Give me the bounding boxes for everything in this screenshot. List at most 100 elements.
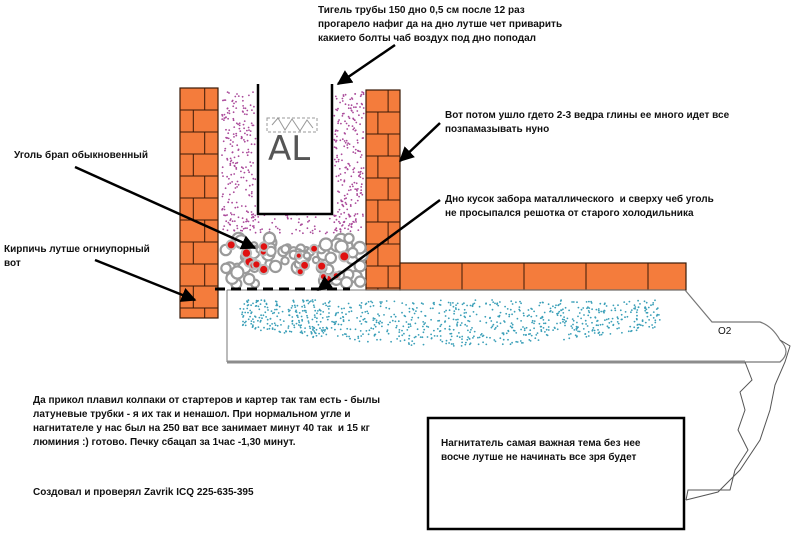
air-dot bbox=[453, 312, 455, 315]
air-dot bbox=[398, 335, 400, 338]
air-dot bbox=[326, 318, 329, 321]
clay-dot bbox=[339, 222, 341, 225]
clay-dot bbox=[362, 112, 365, 115]
air-dot bbox=[449, 304, 452, 306]
air-dot bbox=[367, 312, 370, 315]
air-dot bbox=[438, 312, 441, 314]
air-dot bbox=[318, 332, 320, 335]
clay-dot bbox=[344, 141, 347, 144]
arrow-crucible bbox=[336, 43, 396, 86]
clay-dot bbox=[356, 213, 359, 215]
hot-coal bbox=[299, 259, 311, 271]
air-dot bbox=[250, 304, 253, 307]
air-dot bbox=[393, 300, 396, 303]
air-dot bbox=[638, 323, 641, 326]
air-dot bbox=[652, 302, 655, 304]
air-dot bbox=[544, 322, 547, 325]
air-dot bbox=[252, 321, 255, 323]
air-dot bbox=[535, 334, 538, 336]
clay-dot bbox=[350, 175, 353, 178]
air-dot bbox=[359, 330, 362, 332]
clay-dot bbox=[224, 149, 226, 152]
air-dot bbox=[255, 301, 258, 304]
air-dot bbox=[600, 310, 603, 313]
crucible-scrap-parts bbox=[266, 117, 318, 133]
air-dot bbox=[467, 319, 469, 322]
air-dot bbox=[271, 328, 274, 330]
clay-dot bbox=[356, 193, 358, 195]
clay-dot bbox=[232, 141, 234, 143]
air-dot bbox=[307, 320, 310, 322]
air-dot bbox=[266, 328, 269, 330]
air-dot bbox=[343, 307, 345, 310]
air-dot bbox=[271, 312, 274, 315]
air-dot bbox=[508, 313, 511, 316]
air-dot bbox=[311, 318, 314, 321]
clay-dot bbox=[335, 146, 337, 149]
air-dot bbox=[459, 324, 462, 327]
clay-dot bbox=[347, 124, 350, 127]
air-dot bbox=[339, 317, 342, 320]
clay-dot bbox=[356, 189, 358, 192]
hot-coal bbox=[258, 263, 270, 276]
clay-dot bbox=[229, 218, 232, 220]
air-dot bbox=[510, 326, 513, 329]
clay-dot bbox=[349, 230, 352, 233]
clay-dot bbox=[337, 160, 340, 163]
air-dot bbox=[494, 326, 497, 329]
air-dot bbox=[250, 320, 253, 322]
clay-dot bbox=[345, 166, 347, 169]
air-dot bbox=[533, 322, 535, 325]
air-dot bbox=[423, 328, 426, 331]
air-dot bbox=[260, 314, 262, 317]
clay-dot bbox=[362, 215, 364, 217]
clay-dot bbox=[226, 91, 229, 93]
clay-dot bbox=[259, 229, 262, 231]
air-dot bbox=[645, 311, 648, 314]
air-dot bbox=[275, 303, 278, 305]
air-dot bbox=[568, 309, 570, 312]
clay-dot bbox=[226, 137, 229, 139]
air-dot bbox=[491, 299, 493, 301]
clay-dot bbox=[346, 146, 349, 149]
air-dot bbox=[335, 320, 337, 323]
clay-dot bbox=[223, 113, 226, 116]
air-dot bbox=[573, 329, 576, 331]
air-dot bbox=[301, 331, 303, 334]
air-dot bbox=[247, 318, 250, 321]
clay-dot bbox=[345, 197, 347, 200]
air-dot bbox=[319, 320, 322, 323]
arrow-coal bbox=[74, 165, 257, 250]
air-dot bbox=[616, 316, 619, 319]
air-dot bbox=[489, 336, 491, 339]
arrow-brick bbox=[94, 258, 197, 302]
clay-dot bbox=[355, 121, 358, 124]
clay-dot bbox=[239, 130, 242, 133]
clay-dot bbox=[356, 102, 358, 105]
air-dot bbox=[396, 338, 398, 340]
air-dot bbox=[528, 339, 531, 341]
clay-dot bbox=[231, 145, 234, 148]
air-dot bbox=[425, 325, 428, 328]
air-dot bbox=[307, 302, 310, 305]
air-dot bbox=[327, 308, 330, 310]
air-dot bbox=[319, 313, 322, 316]
clay-dot bbox=[347, 115, 350, 118]
clay-dot bbox=[240, 166, 243, 169]
air-dot bbox=[617, 322, 620, 325]
air-dot bbox=[460, 322, 463, 324]
air-dot bbox=[492, 301, 495, 303]
air-dot bbox=[562, 312, 565, 314]
air-dot bbox=[301, 310, 304, 312]
air-dot bbox=[626, 315, 629, 318]
clay-dot bbox=[224, 99, 227, 101]
air-dot bbox=[293, 324, 295, 327]
air-dot bbox=[597, 332, 600, 335]
clay-dot bbox=[237, 95, 240, 97]
clay-dot bbox=[308, 219, 311, 222]
air-dot bbox=[244, 311, 247, 314]
clay-dot bbox=[350, 104, 353, 107]
clay-dot bbox=[360, 93, 363, 96]
air-dot bbox=[539, 317, 542, 320]
clay-dot bbox=[343, 211, 346, 214]
